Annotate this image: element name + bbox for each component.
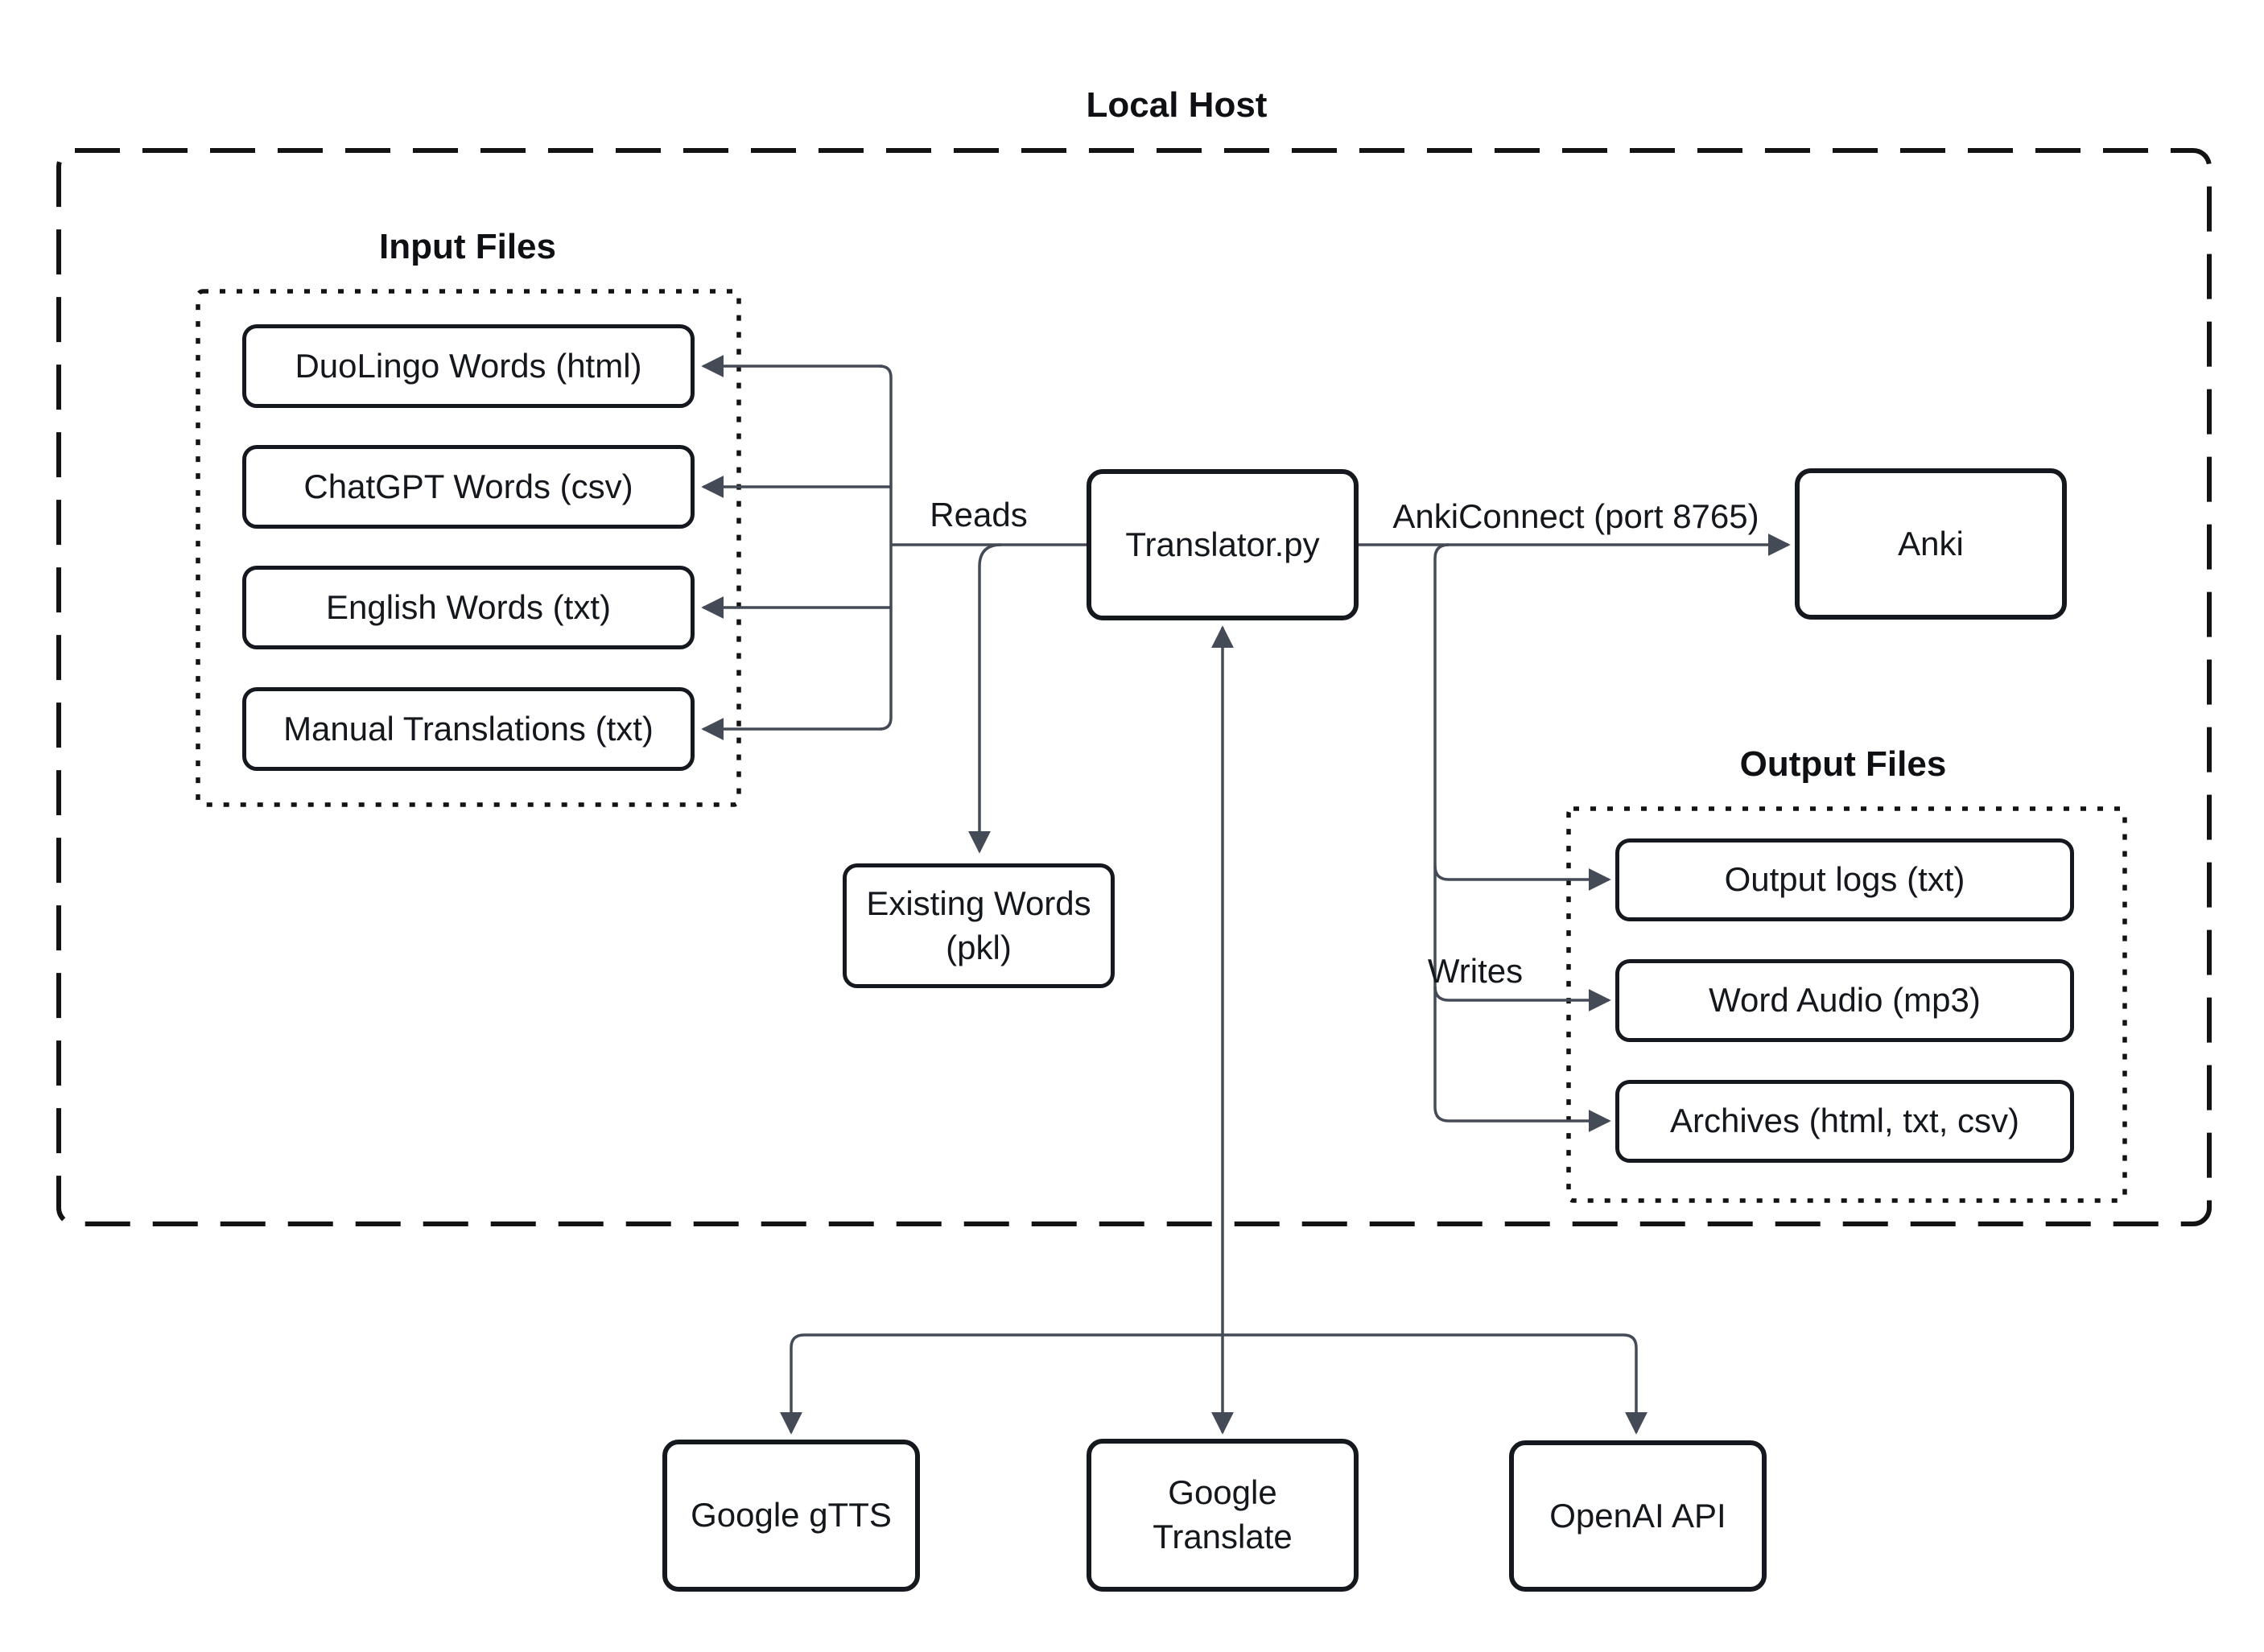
node-duolingo-words: DuoLingo Words (html) <box>242 324 695 408</box>
edge-label-ankiconnect: AnkiConnect (port 8765) <box>1392 497 1759 535</box>
node-openai-api: OpenAI API <box>1509 1440 1767 1592</box>
existing-words-line2: (pkl) <box>946 928 1012 966</box>
node-english-words: English Words (txt) <box>242 566 695 649</box>
writes-branch-logs <box>1433 865 1611 891</box>
edge-label-reads: Reads <box>930 496 1028 534</box>
node-translator: Translator.py <box>1087 469 1359 620</box>
node-existing-words: Existing Words (pkl) <box>843 863 1115 988</box>
existing-words-connector <box>968 543 1002 854</box>
writes-trunk <box>1433 543 1611 1132</box>
node-chatgpt-words: ChatGPT Words (csv) <box>242 445 695 529</box>
edge-label-writes: Writes <box>1427 952 1524 990</box>
node-word-audio: Word Audio (mp3) <box>1615 959 2074 1042</box>
input-files-title: Input Files <box>379 227 556 266</box>
output-files-boundary <box>1566 806 2127 1203</box>
google-translate-line2: Translate <box>1153 1518 1293 1555</box>
existing-words-line1: Existing Words <box>866 884 1091 922</box>
writes-branch-audio <box>1433 986 1611 1011</box>
localhost-boundary <box>56 148 2212 1226</box>
services-splitter <box>790 1333 1638 1349</box>
node-archives: Archives (html, txt, csv) <box>1615 1080 2074 1163</box>
node-manual-translations: Manual Translations (txt) <box>242 687 695 771</box>
output-files-title: Output Files <box>1739 744 1947 784</box>
reads-trunk <box>879 365 893 731</box>
node-google-gtts: Google gTTS <box>662 1440 920 1592</box>
node-output-logs: Output logs (txt) <box>1615 838 2074 921</box>
google-translate-line1: Google <box>1168 1473 1277 1512</box>
node-google-translate: Google Translate <box>1087 1439 1359 1592</box>
node-anki: Anki <box>1795 468 2067 620</box>
localhost-title: Local Host <box>1086 85 1268 125</box>
